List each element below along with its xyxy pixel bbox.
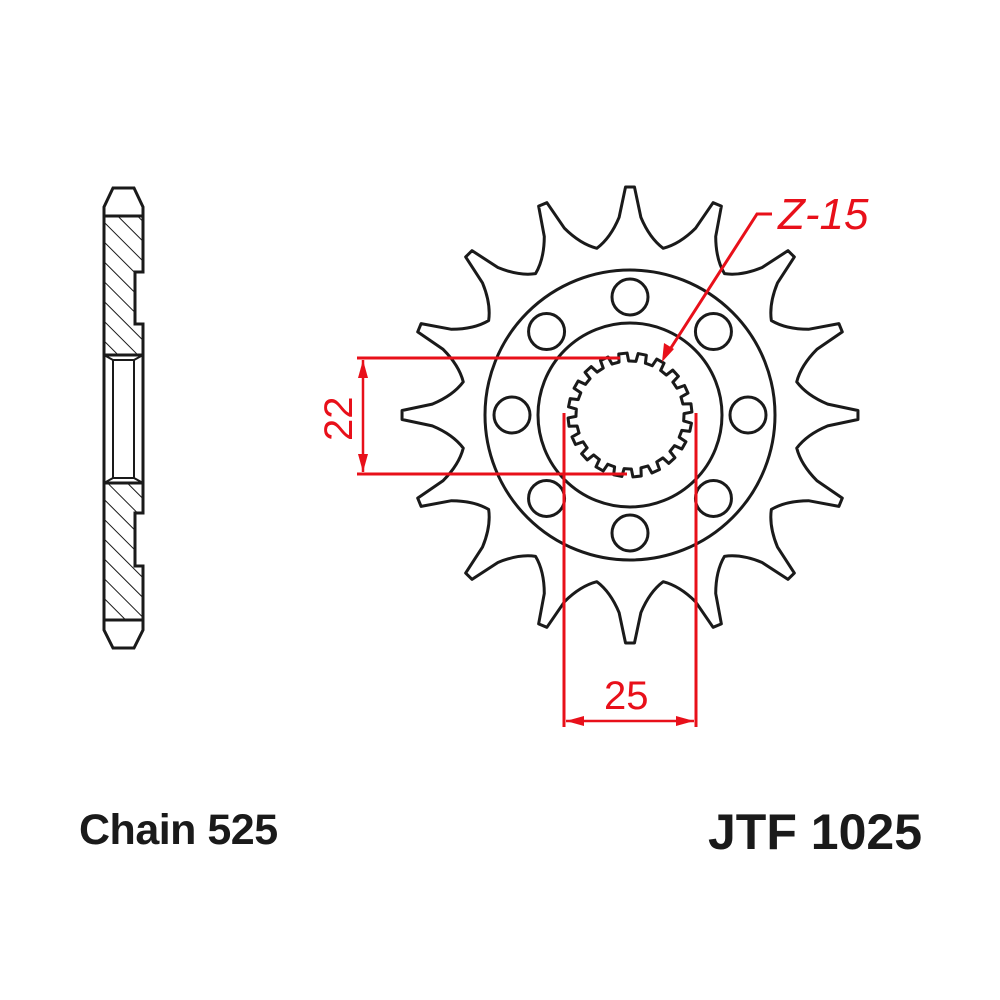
- bolt-hole: [693, 312, 733, 352]
- bore-section: [102, 353, 145, 485]
- dim-22-label: 22: [317, 397, 361, 442]
- front-view: [400, 185, 860, 645]
- tooth-count-leader-arrow: [662, 343, 674, 362]
- chain-size-label: Chain 525: [79, 806, 278, 854]
- dim-25-arrow-right: [676, 716, 694, 726]
- dim-22-arrow-top: [358, 360, 368, 378]
- side-section-view: [102, 186, 145, 650]
- bolt-hole: [728, 395, 768, 435]
- dim-25-label: 25: [604, 674, 649, 718]
- upper-tooth-chamfer: [102, 186, 145, 218]
- outer-hub-ring: [483, 268, 777, 562]
- dim-22-arrow-bottom: [358, 454, 368, 472]
- bolt-holes: [492, 277, 768, 553]
- bolt-hole: [527, 312, 567, 352]
- lower-hatched-section: [102, 481, 145, 622]
- bolt-hole: [527, 478, 567, 518]
- tooth-count-label: Z-15: [777, 190, 869, 239]
- part-number-label: JTF 1025: [708, 804, 923, 860]
- dimension-annotations: [357, 212, 772, 727]
- sprocket-teeth-outline: [400, 185, 860, 645]
- bolt-hole: [693, 478, 733, 518]
- spline-bore-outline: [566, 351, 694, 479]
- dim-25-arrow-left: [566, 716, 584, 726]
- inner-hub-ring: [536, 321, 724, 509]
- upper-hatched-section: [102, 214, 145, 357]
- bolt-hole: [610, 277, 650, 317]
- bolt-hole: [492, 395, 532, 435]
- tooth-count-leader: [665, 212, 772, 355]
- lower-tooth-chamfer: [102, 618, 145, 650]
- bolt-hole: [610, 513, 650, 553]
